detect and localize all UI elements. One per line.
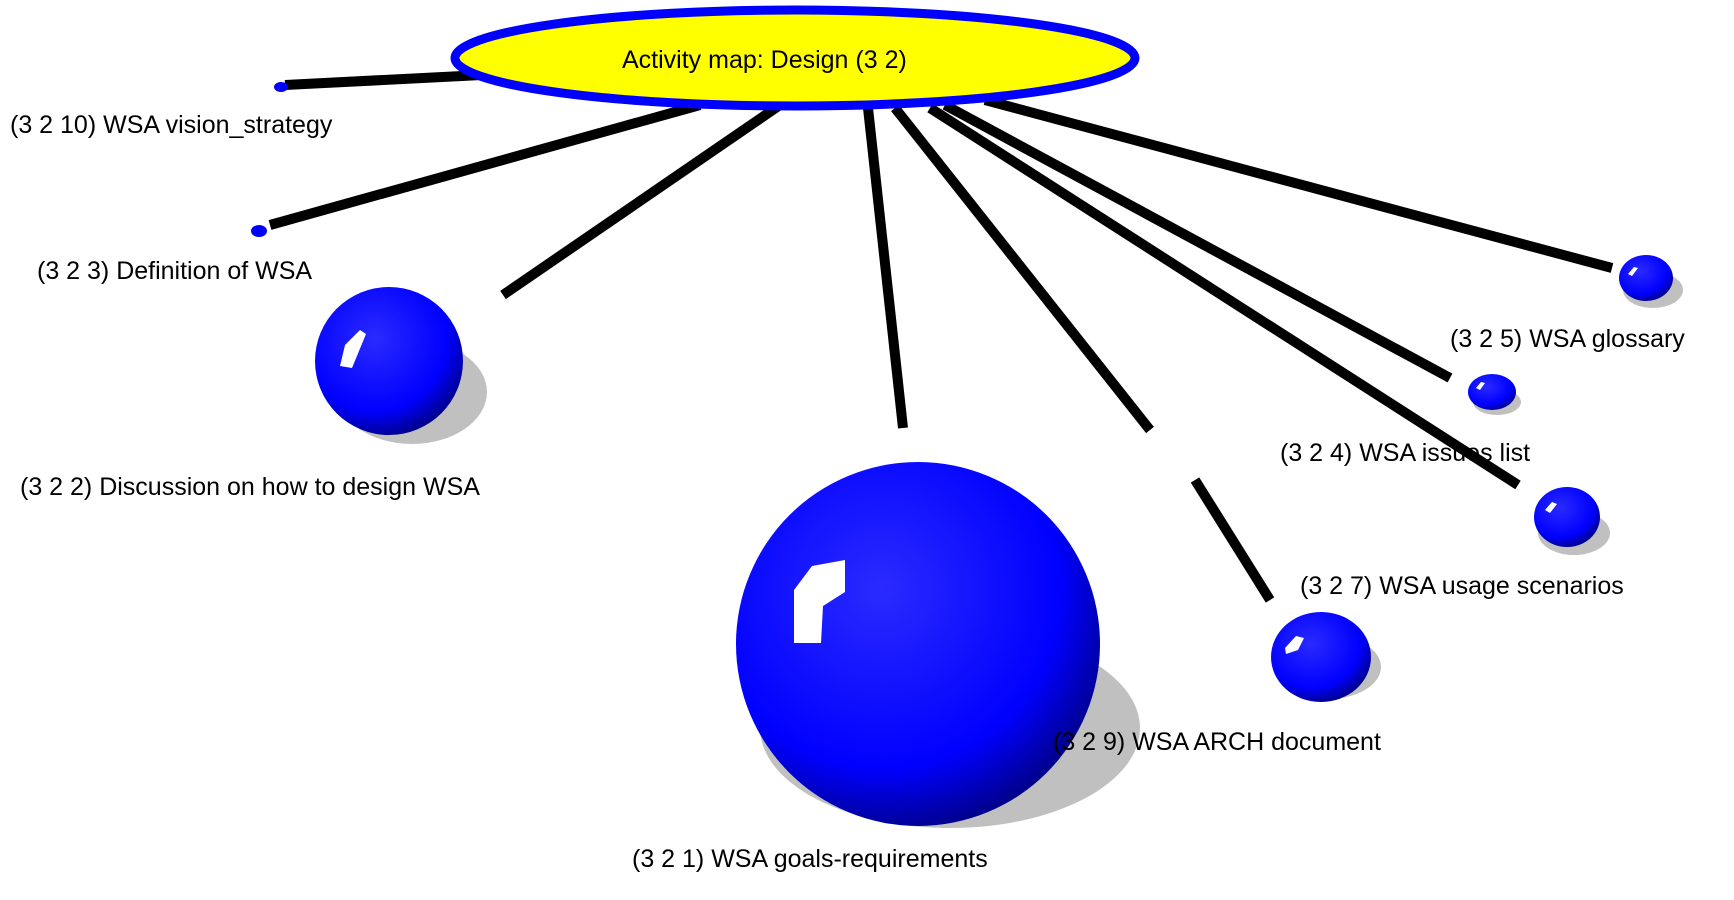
- node-3-2-3-icon[interactable]: [251, 225, 267, 237]
- link-3-2-2: [500, 100, 783, 300]
- node-3-2-2-label[interactable]: (3 2 2) Discussion on how to design WSA: [20, 473, 480, 501]
- node-3-2-1-label[interactable]: (3 2 1) WSA goals-requirements: [632, 845, 988, 873]
- node-3-2-7-label[interactable]: (3 2 7) WSA usage scenarios: [1300, 572, 1624, 600]
- node-highlight: [1545, 502, 1557, 513]
- connector-lines: [268, 65, 1614, 603]
- node-highlight: [1476, 382, 1485, 390]
- link-3-2-4: [942, 100, 1453, 383]
- node-3-2-7-icon[interactable]: [1534, 487, 1610, 555]
- node-3-2-9-label[interactable]: (3 2 9) WSA ARCH document: [1053, 728, 1381, 756]
- node-highlight: [340, 330, 366, 368]
- node-highlight: [794, 560, 845, 643]
- node-3-2-4-label[interactable]: (3 2 4) WSA issues list: [1280, 439, 1531, 467]
- link-3-2-5: [983, 95, 1614, 273]
- link-3-2-9-b: [1190, 477, 1275, 603]
- link-3-2-7: [927, 103, 1521, 490]
- node-3-2-10-label[interactable]: (3 2 10) WSA vision_strategy: [10, 111, 333, 139]
- link-3-2-9-a: [891, 104, 1154, 434]
- center-node-title[interactable]: Activity map: Design (3 2): [622, 46, 907, 74]
- link-3-2-1: [863, 107, 908, 429]
- center-node-ellipse[interactable]: [450, 5, 1140, 111]
- node-3-2-9-icon[interactable]: [1271, 612, 1381, 702]
- node-3-2-1-icon[interactable]: [736, 462, 1140, 828]
- node-highlight: [1628, 267, 1638, 276]
- node-3-2-10-icon[interactable]: [274, 82, 288, 92]
- link-3-2-3: [268, 100, 702, 230]
- node-3-2-5-icon[interactable]: [1619, 255, 1683, 308]
- node-3-2-2-icon[interactable]: [315, 287, 487, 444]
- node-highlight: [1285, 636, 1304, 654]
- node-3-2-4-icon[interactable]: [1468, 374, 1521, 415]
- node-3-2-5-label[interactable]: (3 2 5) WSA glossary: [1450, 325, 1685, 353]
- node-3-2-3-label[interactable]: (3 2 3) Definition of WSA: [37, 257, 313, 285]
